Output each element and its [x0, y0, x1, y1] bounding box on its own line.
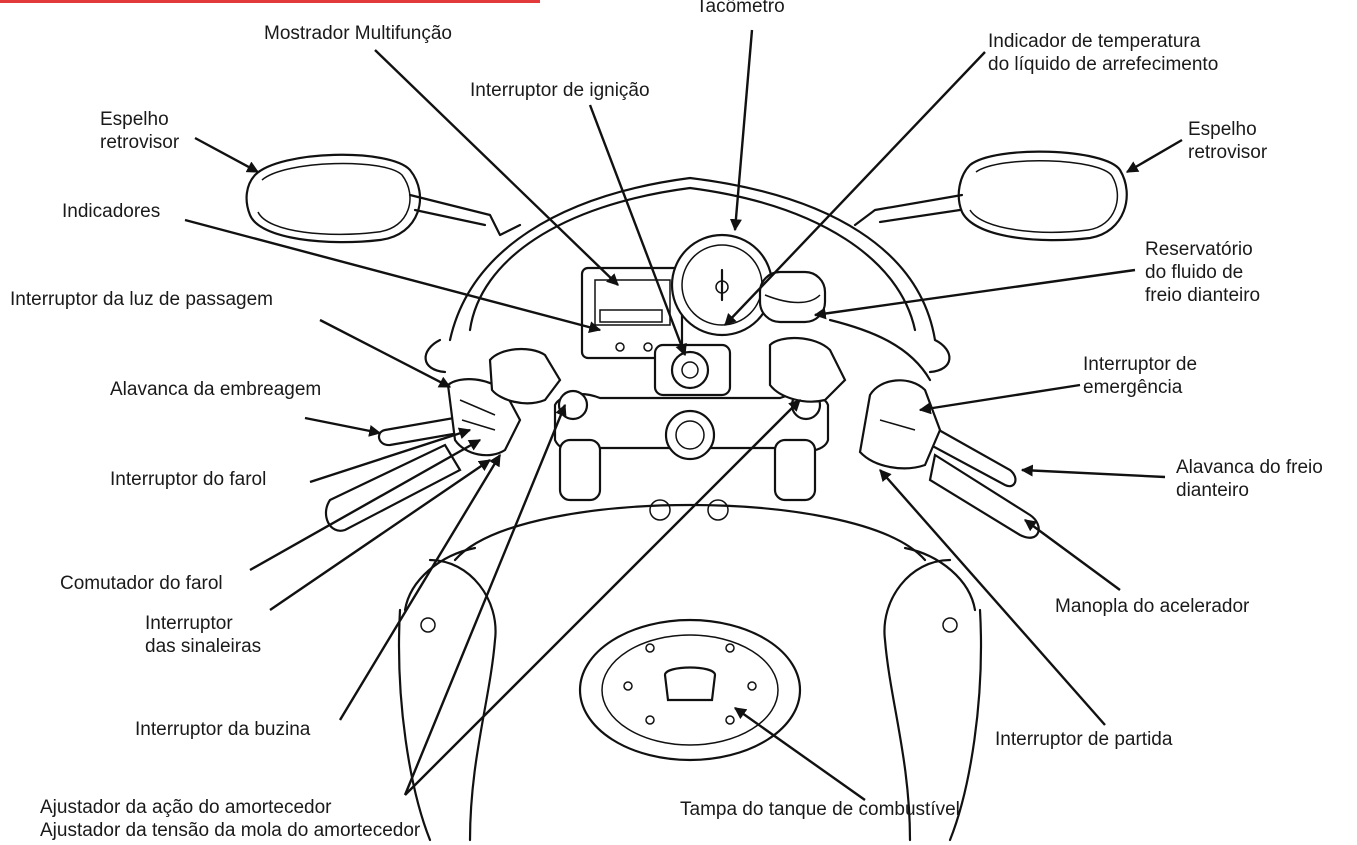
fuel-tank: [397, 503, 983, 842]
label-interruptor-buzina: Interruptor da buzina: [135, 719, 311, 740]
label-tacometro: Tacômetro: [696, 0, 785, 17]
label-interruptor-farol: Interruptor do farol: [110, 469, 267, 490]
label-manopla-acelerador: Manopla do acelerador: [1055, 596, 1250, 617]
right-handlebar: [768, 318, 1040, 539]
triple-clamp: [553, 389, 830, 521]
right-mirror: [853, 150, 1128, 242]
label-ajustador-tensao: Ajustador da tensão da mola do amorteced…: [40, 820, 421, 841]
label-alavanca-embreagem: Alavanca da embreagem: [110, 379, 322, 400]
label-ajustador-acao: Ajustador da ação do amortecedor: [40, 797, 332, 818]
header-accent-rule: [0, 0, 540, 3]
instrument-cluster: [580, 233, 827, 397]
label-tampa-tanque: Tampa do tanque de combustível: [680, 799, 960, 820]
label-comutador-farol: Comutador do farol: [60, 573, 223, 594]
label-indicadores: Indicadores: [62, 201, 161, 222]
leader-lines: [184, 29, 1183, 801]
label-interruptor-partida: Interruptor de partida: [995, 729, 1173, 750]
windscreen: [424, 176, 951, 374]
label-mostrador-multifuncao: Mostrador Multifunção: [264, 23, 452, 44]
left-mirror: [245, 153, 522, 244]
label-luz-passagem: Interruptor da luz de passagem: [10, 289, 273, 310]
label-interruptor-ignicao: Interruptor de ignição: [470, 80, 650, 101]
